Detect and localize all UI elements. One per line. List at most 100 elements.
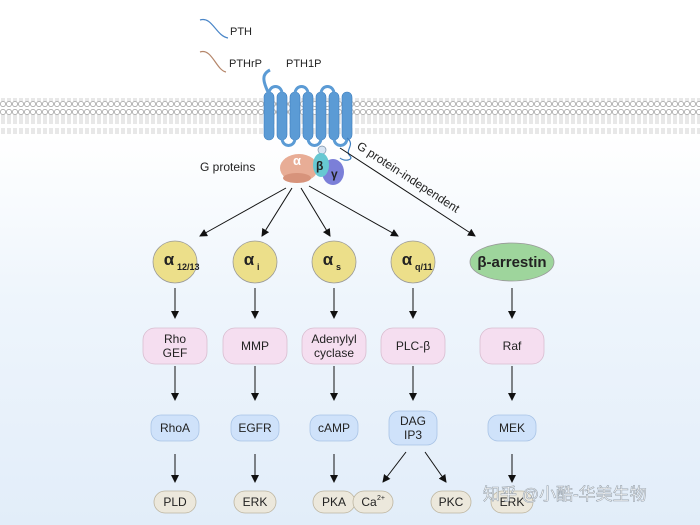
messenger-node-ai-label: EGFR	[238, 421, 272, 435]
beta-subunit-shape	[313, 153, 329, 177]
messenger-node-a12-shape	[150, 414, 200, 442]
subunit-node-label: α	[244, 250, 255, 269]
subunit-node-shape	[390, 240, 436, 284]
receptor-intracellular-loop	[280, 137, 297, 147]
end-node-a12: PLD	[153, 490, 197, 514]
g-proteins-label: G proteins	[200, 160, 255, 174]
effector-node-as-shape	[301, 327, 367, 365]
subunit-node-label: α	[164, 250, 175, 269]
end-node-ai-label: ERK	[243, 495, 268, 509]
subunit-node-shape	[232, 240, 278, 284]
subunit-node-label: α	[323, 250, 334, 269]
end-node-ai-shape	[233, 490, 277, 514]
messenger-node-as-shape	[309, 414, 359, 442]
g-protein-complex: G proteins α β γ	[200, 153, 344, 185]
effector-node-barr: Raf	[479, 327, 545, 365]
beta-subunit-label: β	[316, 159, 323, 173]
messenger-node-barr-shape	[487, 414, 537, 442]
ligand-legend: PTH PTHrP PTH1P	[199, 18, 321, 73]
subunit-node-shape	[152, 240, 198, 284]
subunit-node-barr: β-arrestin	[469, 242, 555, 282]
effector-node-aq-shape	[380, 327, 446, 365]
end-node-a12-shape	[153, 490, 197, 514]
messenger-node-a12-label: RhoA	[160, 421, 190, 435]
receptor-helix	[302, 91, 314, 141]
effector-node-as-label: Adenylyl	[311, 332, 356, 346]
effector-node-a12-label: Rho	[164, 332, 186, 346]
pth-label: PTH	[230, 26, 252, 38]
messenger-node-aq-shape	[388, 410, 438, 446]
effector-node-barr-shape	[479, 327, 545, 365]
end-node-barr-shape	[490, 490, 534, 514]
end-node-ca-label: Ca	[361, 495, 377, 509]
effector-node-a12-shape	[142, 327, 208, 365]
alpha-subunit-label: α	[293, 153, 301, 168]
pthrp-curve-icon	[199, 51, 227, 73]
arrow-down-aq-pkc	[424, 451, 447, 483]
pthrp-label: PTHrP	[229, 58, 262, 70]
subunit-node-label: α	[402, 250, 413, 269]
effector-node-ai: MMP	[222, 327, 288, 365]
arrow-down-aq-ca	[382, 451, 407, 483]
effector-node-ai-shape	[222, 327, 288, 365]
pathway-arrows	[171, 147, 516, 483]
receptor-intracellular-loop	[306, 137, 323, 147]
messenger-node-ai-shape	[230, 414, 280, 442]
arrow-to-as	[300, 187, 331, 237]
effector-node-barr-label: Raf	[503, 339, 522, 353]
messenger-node-ai: EGFR	[230, 414, 280, 442]
end-node-barr-label: ERK	[500, 495, 525, 509]
effector-node-aq: PLC-β	[380, 327, 446, 365]
receptor-helix	[315, 91, 327, 141]
alpha-subunit-base	[283, 173, 311, 183]
messenger-node-barr: MEK	[487, 414, 537, 442]
subunit-node-shape	[311, 240, 357, 284]
g-protein-independent-label: G protein-independent	[354, 139, 462, 216]
receptor-extracellular-loop	[319, 85, 336, 95]
messenger-node-as: cAMP	[309, 414, 359, 442]
subunit-node-label: β-arrestin	[477, 254, 546, 271]
pth1p-receptor	[262, 68, 353, 161]
receptor-extracellular-loop	[293, 85, 310, 95]
gamma-subunit-label: γ	[331, 167, 338, 181]
receptor-helix	[328, 91, 340, 141]
end-node-ca-superscript: 2+	[377, 495, 385, 502]
end-node-pkc: PKC	[430, 490, 472, 514]
receptor-c-tail	[339, 137, 352, 161]
receptor-helix	[341, 91, 353, 141]
end-node-pkc-shape	[430, 490, 472, 514]
effector-node-a12-label: GEF	[163, 346, 188, 360]
arrow-to-barrestin	[339, 147, 476, 237]
arrow-to-aq	[308, 185, 399, 237]
arrow-to-ai	[261, 187, 293, 237]
receptor-helix	[276, 91, 288, 141]
end-node-a12-label: PLD	[163, 495, 187, 509]
subunit-node-subscript: i	[257, 262, 260, 272]
end-node-ai: ERK	[233, 490, 277, 514]
effector-node-as-label: cyclase	[314, 346, 354, 360]
subunit-node-subscript: q/11	[415, 262, 433, 272]
subunit-node-shape	[469, 242, 555, 282]
watermark-text: 知乎 @小酷-华美生物	[483, 485, 647, 504]
messenger-node-barr-label: MEK	[499, 421, 525, 435]
phosphate-icon	[317, 145, 327, 155]
subunit-node-subscript: s	[336, 262, 341, 272]
end-node-barr: ERK	[490, 490, 534, 514]
messenger-node-aq-label: IP3	[404, 428, 422, 442]
receptor-helix	[263, 91, 275, 141]
end-node-pkc-label: PKC	[439, 495, 464, 509]
messenger-node-aq-label: DAG	[400, 414, 426, 428]
end-node-as-label: PKA	[322, 495, 346, 509]
receptor-helix	[289, 91, 301, 141]
end-node-ca-shape	[352, 490, 394, 514]
pth-curve-icon	[199, 18, 229, 39]
subunit-node-subscript: 12/13	[177, 262, 200, 272]
end-node-as: PKA	[312, 490, 356, 514]
